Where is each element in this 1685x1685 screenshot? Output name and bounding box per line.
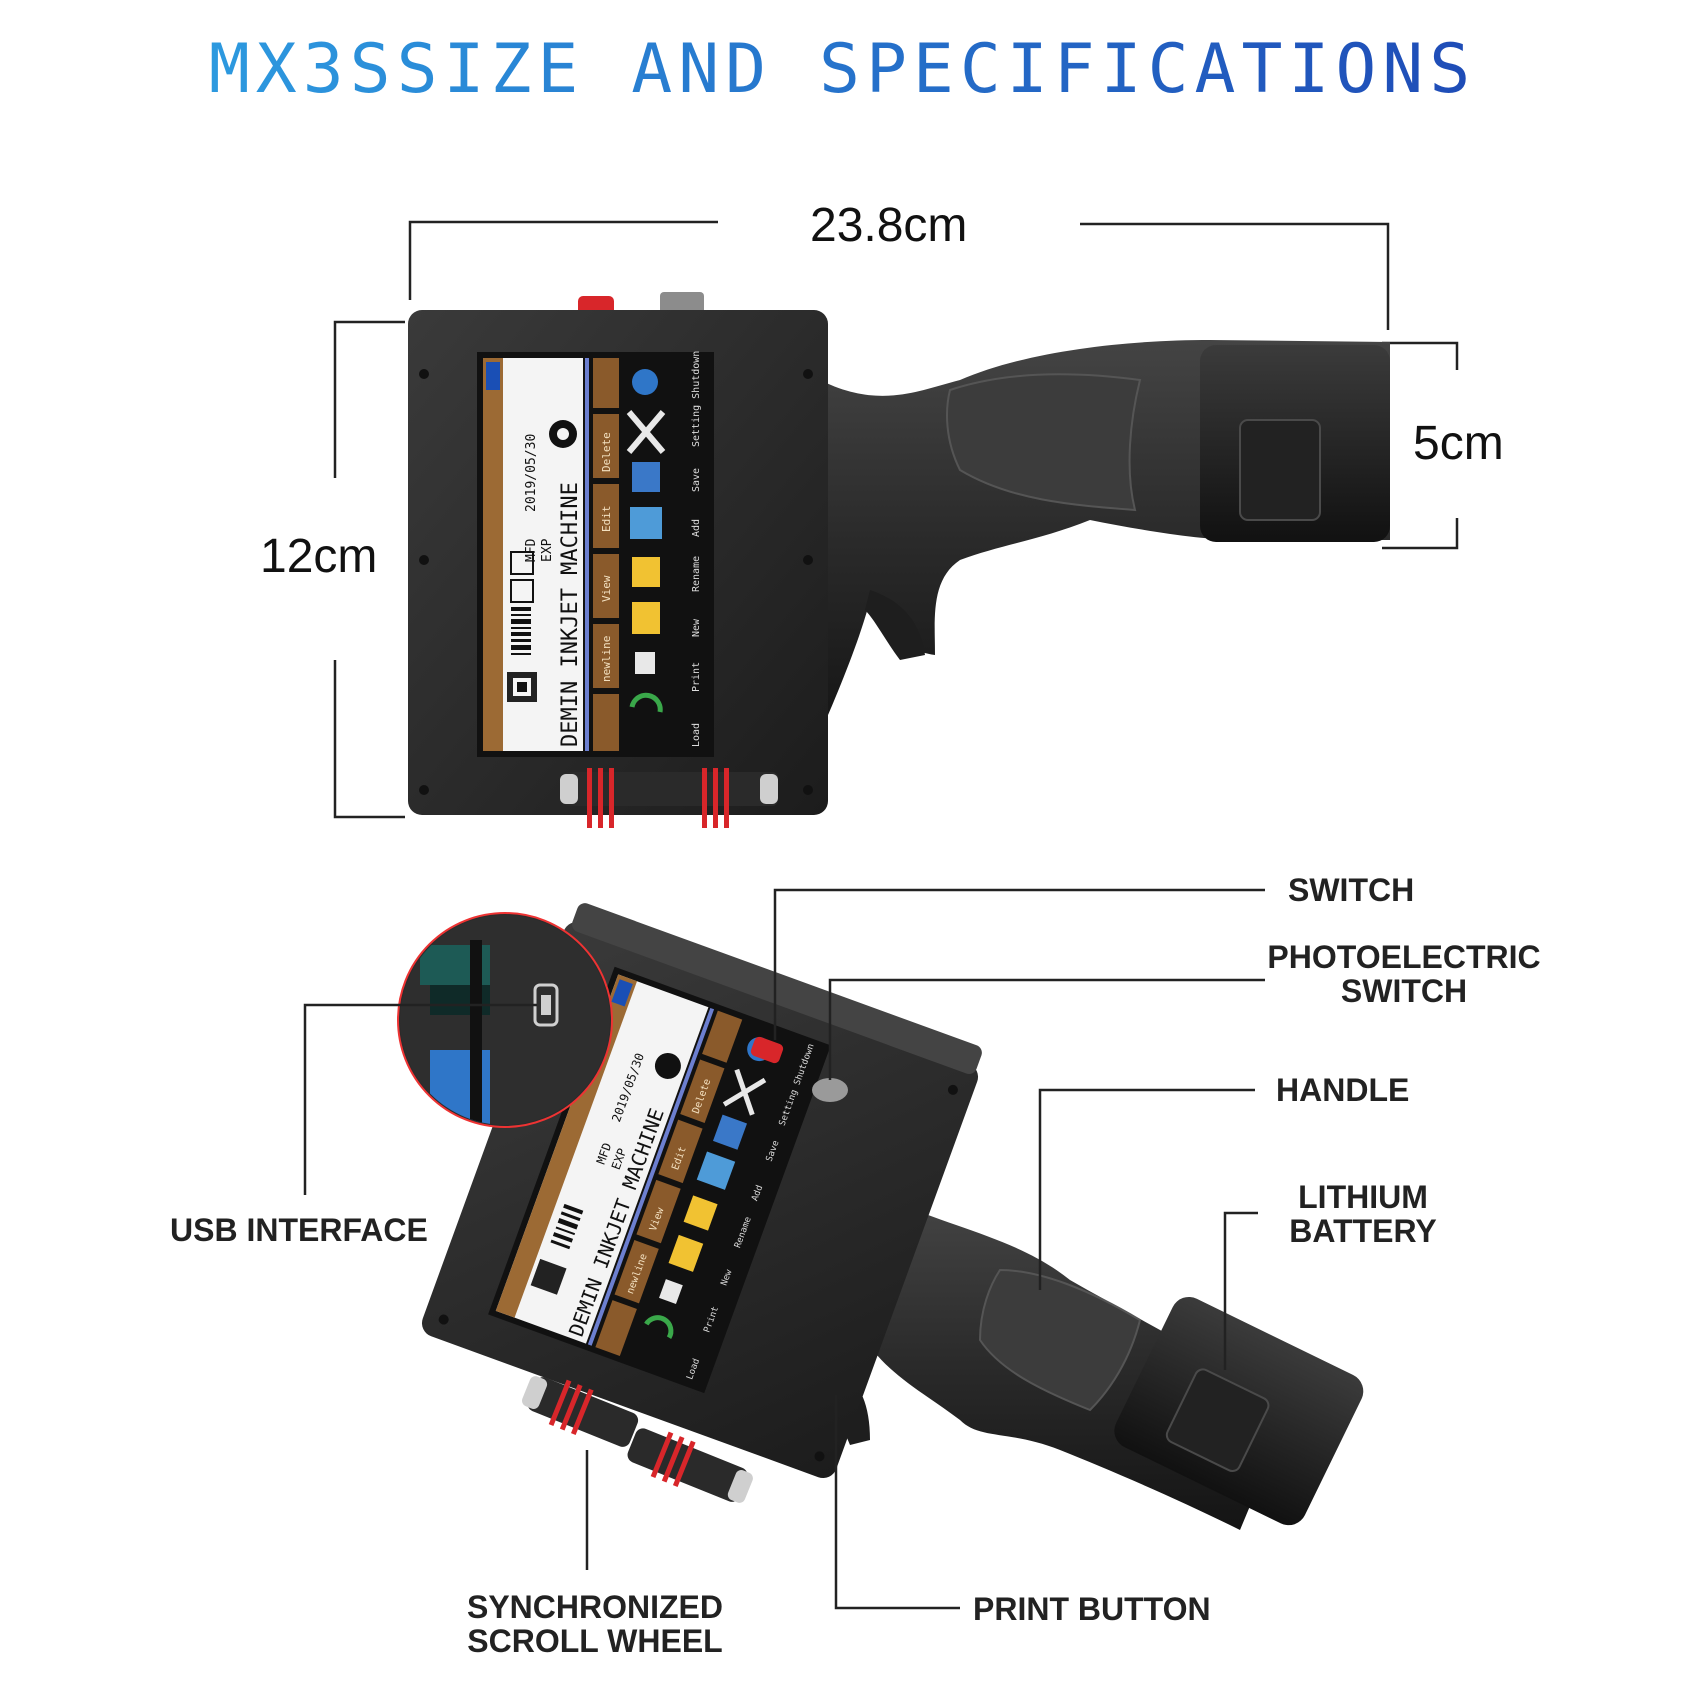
angled-add-icon — [696, 1151, 736, 1190]
top-grip-texture — [946, 373, 1142, 512]
length-label: 23.8cm — [810, 199, 968, 252]
lithium-battery-label: LITHIUM BATTERY — [1278, 1180, 1448, 1248]
angled-screen-exp: EXP — [609, 1146, 630, 1171]
page-title: MX3SSIZE AND SPECIFICATIONS — [0, 30, 1685, 109]
wheel-line-1: SYNCHRONIZED — [466, 1589, 723, 1625]
angled-new-folder-icon — [668, 1234, 704, 1272]
top-battery-latch — [1239, 419, 1321, 521]
length-dimension-left — [408, 220, 718, 300]
battery-dimension-bottom — [1382, 518, 1459, 550]
height-dimension-bottom — [333, 660, 405, 819]
battery-line-1: LITHIUM — [1298, 1179, 1428, 1215]
top-screen-product-name: DEMIN INKJET MACHINE — [558, 482, 583, 747]
top-screen: DEMIN INKJET MACHINE MFD EXP 2019/05/30 … — [477, 351, 714, 757]
angled-rename-folder-icon — [683, 1195, 718, 1231]
device-top-view: DEMIN INKJET MACHINE MFD EXP 2019/05/30 … — [408, 292, 1390, 828]
angled-save-icon — [713, 1114, 748, 1150]
top-rename-folder-icon — [632, 557, 660, 587]
angled-tools-icon — [722, 1068, 767, 1116]
top-screen-exp: EXP — [540, 538, 555, 562]
top-tab-edit: Edit — [600, 506, 613, 533]
top-save-icon — [632, 462, 660, 492]
switch-leader — [773, 888, 1265, 1040]
top-tab-newline: newline — [600, 636, 613, 682]
top-label-setting: Setting Shutdown — [691, 351, 702, 447]
height-label: 12cm — [260, 530, 378, 583]
callout-lines — [303, 888, 1265, 1610]
dimension-lines — [333, 220, 1459, 819]
top-barcode — [507, 607, 537, 702]
top-menu-tabs: Delete Edit View newline — [593, 358, 619, 751]
switch-label: SWITCH — [1288, 872, 1415, 908]
usb-zoom-inset — [397, 912, 613, 1128]
photoelectric-leader — [828, 978, 1265, 1080]
angled-load-icon — [644, 1315, 674, 1339]
top-label-load: Load — [691, 723, 702, 747]
top-label-print: Print — [691, 662, 702, 692]
handle-leader — [1038, 1088, 1255, 1290]
angled-grip-texture — [978, 1268, 1142, 1412]
angled-power-switch — [750, 1036, 784, 1064]
top-tools-icon — [626, 410, 666, 454]
top-tab-delete: Delete — [600, 432, 613, 472]
angled-photoelectric-switch — [812, 1078, 848, 1102]
battery-line-2: BATTERY — [1289, 1213, 1437, 1249]
handle-label: HANDLE — [1276, 1072, 1410, 1108]
top-screws — [419, 369, 813, 795]
battery-leader — [1223, 1211, 1258, 1370]
photoelectric-line-2: SWITCH — [1340, 973, 1468, 1009]
top-settings-icon — [632, 369, 658, 395]
scroll-wheel-label: SYNCHRONIZED SCROLL WHEEL — [450, 1590, 740, 1658]
print-button-leader — [834, 1395, 960, 1610]
top-label-rename: Rename — [691, 556, 702, 592]
usb-interface-label: USB INTERFACE — [170, 1212, 428, 1248]
angled-print-icon — [659, 1279, 683, 1305]
top-tab-view: View — [600, 575, 613, 602]
battery-diameter-label: 5cm — [1413, 417, 1504, 470]
angled-screen-mfd: MFD — [594, 1141, 615, 1166]
usb-leader — [303, 1003, 537, 1195]
print-button-label: PRINT BUTTON — [973, 1591, 1211, 1627]
top-new-folder-icon — [632, 602, 660, 634]
battery-dimension-top — [1382, 341, 1459, 370]
top-label-new: New — [691, 618, 702, 637]
top-trigger — [865, 590, 925, 660]
top-screen-date: 2019/05/30 — [524, 434, 539, 512]
top-print-icon — [635, 652, 655, 674]
length-dimension-right — [1080, 222, 1390, 330]
top-add-icon — [630, 507, 662, 539]
top-label-save: Save — [691, 468, 702, 492]
angled-screen: DEMIN INKJET MACHINE MFD EXP 2019/05/30 … — [488, 966, 831, 1394]
wheel-line-2: SCROLL WHEEL — [467, 1623, 723, 1659]
top-scroll-wheels — [560, 768, 778, 828]
photoelectric-switch-label: PHOTOELECTRIC SWITCH — [1252, 940, 1556, 1008]
top-app-icons: Load Print New Rename Add Save Setting S… — [626, 351, 702, 747]
height-dimension-top — [333, 320, 405, 478]
top-label-add: Add — [691, 519, 702, 537]
angled-battery — [1114, 1296, 1364, 1526]
top-screen-mfd: MFD — [524, 538, 539, 562]
photoelectric-line-1: PHOTOELECTRIC — [1267, 939, 1541, 975]
top-load-icon — [629, 692, 663, 713]
angled-scroll-wheels — [522, 1376, 753, 1503]
